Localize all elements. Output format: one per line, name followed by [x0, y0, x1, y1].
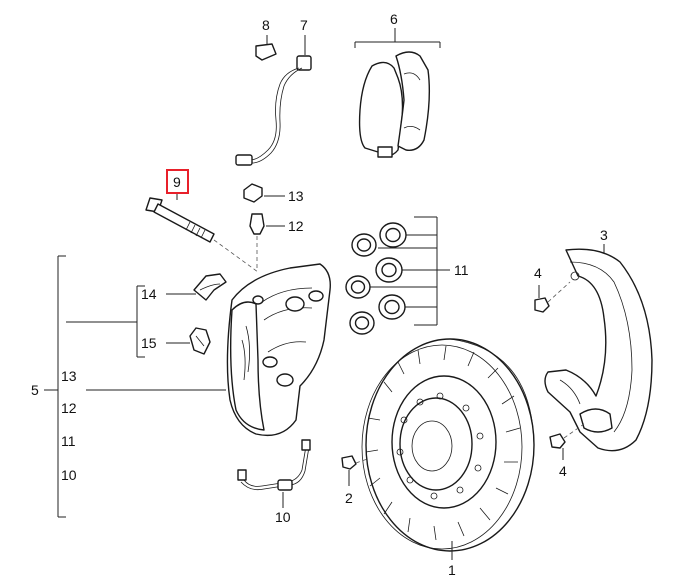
piston-ring: [379, 222, 407, 248]
group5-item-11: 11: [61, 433, 76, 449]
screw-part-4-upper: [534, 281, 571, 313]
callout-12: 12: [288, 218, 304, 234]
callout-2: 2: [345, 490, 353, 506]
wear-sensor-part-7: [235, 35, 312, 166]
spring-part-14: [193, 273, 227, 301]
bolt-holes: [396, 392, 484, 500]
callout-3: 3: [600, 227, 608, 243]
group5-item-13: 13: [61, 368, 77, 384]
screw-part-4-lower: [549, 423, 585, 460]
group5-item-10: 10: [61, 467, 77, 483]
piston-ring: [375, 257, 403, 283]
callout-4-upper: 4: [534, 265, 542, 281]
piston-ring: [349, 311, 375, 335]
piston-ring: [345, 275, 371, 299]
callout-8: 8: [262, 17, 270, 33]
brake-line-part-10: [237, 439, 311, 508]
pistons-part-11: [345, 216, 450, 335]
callout-15: 15: [141, 335, 157, 351]
callout-1: 1: [448, 562, 456, 578]
callout-14: 14: [141, 286, 157, 302]
brake-caliper: [226, 263, 331, 437]
callout-11: 11: [454, 262, 469, 278]
callout-13-top: 13: [288, 188, 304, 204]
callout-6: 6: [390, 11, 398, 27]
callout-9-highlight: [166, 169, 189, 194]
brake-pads-part-6: [354, 28, 441, 158]
bleeder-cap-part-13: [243, 183, 285, 203]
clip-part-8: [255, 35, 277, 61]
bleeder-valve-part-12: [249, 213, 285, 268]
piston-ring: [378, 294, 406, 320]
kit-bracket-part-5: [44, 255, 226, 518]
callout-5: 5: [31, 382, 39, 398]
piston-ring: [351, 233, 377, 257]
dust-shield-part-3: [544, 244, 653, 452]
callout-10: 10: [275, 509, 291, 525]
callout-9: 9: [173, 174, 181, 190]
bolt-part-9: [145, 194, 259, 273]
spring-part-15: [189, 327, 211, 355]
brake-disc-part-1: [361, 338, 535, 560]
group5-item-12: 12: [61, 400, 77, 416]
callout-4-lower: 4: [559, 463, 567, 479]
callout-7: 7: [300, 17, 308, 33]
